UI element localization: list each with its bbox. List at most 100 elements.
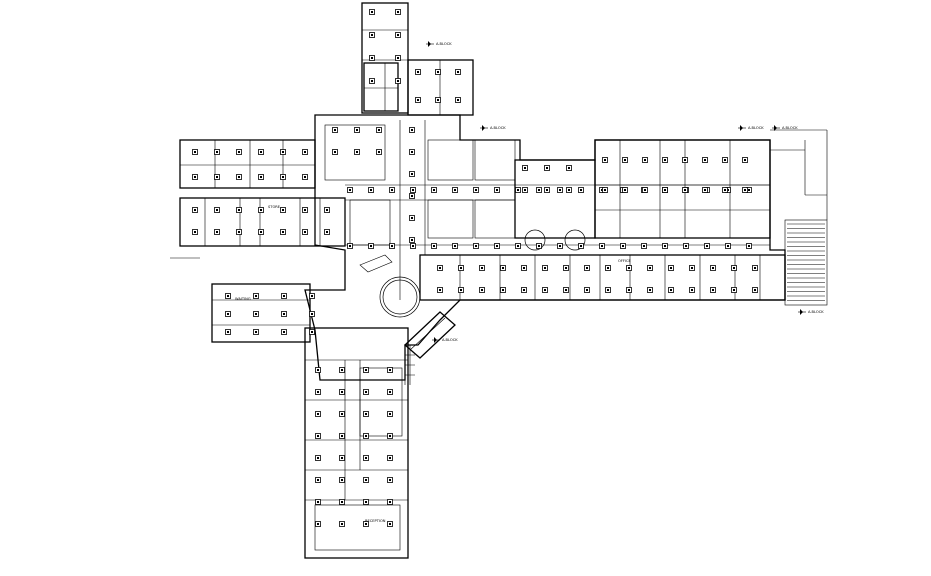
light-fixture-core — [691, 267, 693, 269]
light-fixture-core — [391, 189, 393, 191]
light-fixture-core — [282, 151, 284, 153]
light-fixture-core — [568, 167, 570, 169]
light-fixture-core — [311, 331, 313, 333]
light-fixture-core — [194, 231, 196, 233]
north-toilets — [363, 62, 399, 112]
light-fixture-core — [341, 523, 343, 525]
interior-partitions — [180, 29, 770, 551]
east-stair — [784, 219, 828, 306]
light-fixture-core — [311, 295, 313, 297]
light-fixture-core — [238, 231, 240, 233]
light-fixture-core — [604, 189, 606, 191]
room-label-office: OFFICE — [618, 259, 632, 263]
light-fixture-core — [194, 151, 196, 153]
light-fixture-core — [524, 189, 526, 191]
light-fixture-core — [411, 239, 413, 241]
light-fixture-core — [389, 369, 391, 371]
level-marker-2: A.BLOCK — [480, 125, 506, 131]
light-fixture-core — [580, 189, 582, 191]
light-fixture-core — [341, 369, 343, 371]
light-fixture-core — [727, 189, 729, 191]
light-fixture-core — [727, 245, 729, 247]
light-fixture-core — [349, 245, 351, 247]
light-fixture-core — [706, 245, 708, 247]
light-fixture-core — [454, 245, 456, 247]
light-fixture-core — [684, 159, 686, 161]
light-fixture-core — [326, 209, 328, 211]
light-fixture-core — [544, 289, 546, 291]
light-fixture-core — [317, 391, 319, 393]
light-fixture-core — [517, 245, 519, 247]
light-fixtures — [192, 9, 758, 527]
light-fixture-core — [546, 167, 548, 169]
light-fixture-core — [481, 267, 483, 269]
light-fixture-core — [194, 209, 196, 211]
light-fixture-core — [704, 189, 706, 191]
light-fixture-core — [437, 71, 439, 73]
light-fixture-core — [238, 209, 240, 211]
light-fixture-core — [260, 231, 262, 233]
light-fixture-core — [389, 479, 391, 481]
light-fixture-core — [334, 151, 336, 153]
light-fixture-core — [356, 151, 358, 153]
light-fixture-core — [643, 245, 645, 247]
light-fixture-core — [417, 71, 419, 73]
light-fixture-core — [260, 209, 262, 211]
light-fixture-core — [586, 267, 588, 269]
light-fixture-core — [365, 501, 367, 503]
light-fixture-core — [644, 189, 646, 191]
light-fixture-core — [502, 289, 504, 291]
light-fixture-core — [341, 435, 343, 437]
light-fixture-core — [411, 129, 413, 131]
light-fixture-core — [371, 34, 373, 36]
light-fixture-core — [304, 151, 306, 153]
north-annex — [407, 59, 474, 116]
light-fixture-core — [649, 289, 651, 291]
light-fixture-core — [712, 267, 714, 269]
light-fixture-core — [389, 501, 391, 503]
light-fixture-core — [475, 245, 477, 247]
light-fixture-core — [341, 501, 343, 503]
diagonal-entrance — [359, 254, 456, 385]
light-fixture-core — [260, 151, 262, 153]
svg-text:A.BLOCK: A.BLOCK — [808, 310, 824, 314]
light-fixture-core — [524, 167, 526, 169]
light-fixture-core — [365, 413, 367, 415]
light-fixture-core — [365, 523, 367, 525]
light-fixture-core — [754, 289, 756, 291]
light-fixture-core — [664, 159, 666, 161]
light-fixture-core — [282, 231, 284, 233]
light-fixture-core — [417, 99, 419, 101]
light-fixture-core — [670, 267, 672, 269]
light-fixture-core — [559, 245, 561, 247]
light-fixture-core — [317, 501, 319, 503]
light-fixture-core — [568, 189, 570, 191]
west-wing-lower — [179, 197, 346, 247]
light-fixture-core — [283, 313, 285, 315]
light-fixture-core — [748, 189, 750, 191]
south-wing — [304, 327, 409, 559]
svg-text:A.BLOCK: A.BLOCK — [748, 126, 764, 130]
light-fixture-core — [317, 479, 319, 481]
room-label-waiting: WAITING — [235, 297, 251, 301]
light-fixture-core — [624, 189, 626, 191]
north-wing — [361, 2, 409, 114]
room-label-reception: RECEPTION — [365, 519, 386, 523]
svg-text:A.BLOCK: A.BLOCK — [436, 42, 452, 46]
light-fixture-core — [565, 267, 567, 269]
light-fixture-core — [517, 189, 519, 191]
light-fixture-core — [411, 195, 413, 197]
light-fixture-core — [748, 245, 750, 247]
light-fixture-core — [411, 151, 413, 153]
light-fixture-core — [341, 479, 343, 481]
light-fixture-core — [260, 176, 262, 178]
light-fixture-core — [389, 391, 391, 393]
light-fixture-core — [457, 71, 459, 73]
light-fixture-core — [283, 295, 285, 297]
light-fixture-core — [194, 176, 196, 178]
light-fixture-core — [754, 267, 756, 269]
light-fixture-core — [724, 159, 726, 161]
light-fixture-core — [238, 151, 240, 153]
light-fixture-core — [649, 267, 651, 269]
